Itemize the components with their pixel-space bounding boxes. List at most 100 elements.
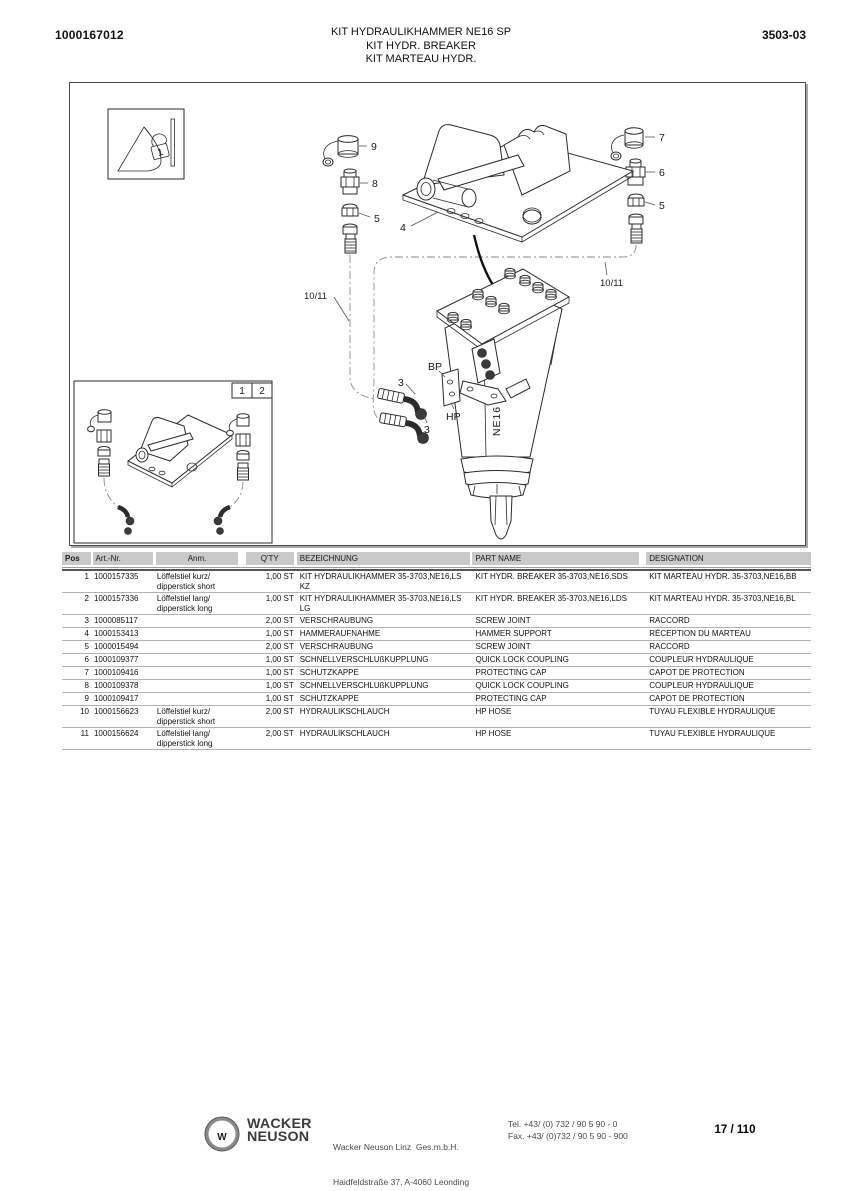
hose-ref-right: 10/11: [600, 278, 623, 289]
col-header-pos: Pos: [62, 552, 92, 565]
screw-joint-5-right: [627, 193, 645, 207]
svg-text:2: 2: [259, 386, 265, 397]
cell-bezeichnung: VERSCHRAUBUNG: [299, 616, 374, 625]
cell-bezeichnung: KIT HYDRAULIKHAMMER 35-3703,NE16,LS LG: [299, 594, 462, 613]
callout-6: 6: [659, 167, 665, 179]
cell-anm: [154, 694, 237, 705]
cell-part-name: HAMMER SUPPORT: [475, 629, 552, 638]
parts-table: Pos Art.-Nr. Anm. Q'TY BEZEICHNUNG PART …: [62, 552, 811, 750]
table-row: 5 1000015494 2,00 ST VERSCHRAUBUNG SCREW…: [62, 641, 811, 654]
bucket-icon: [117, 126, 162, 172]
cell-art-nr: 1000156623: [93, 707, 139, 716]
header-divider: [62, 567, 811, 571]
cell-anm: [154, 668, 237, 679]
table-row: 11 1000156624 Löffelstiel lang/ dipperst…: [62, 728, 811, 750]
callout-4: 4: [400, 222, 406, 234]
hose-routing-lines: 10/11 10/11: [304, 244, 637, 421]
cell-pos: 11: [80, 729, 89, 738]
dipperstick-icon: [170, 118, 175, 167]
table-row: 2 1000157336 Löffelstiel lang/ dippersti…: [62, 593, 811, 615]
contact-numbers: Tel. +43/ (0) 732 / 90 5 90 - 0 Fax. +43…: [508, 1119, 628, 1142]
callout-7: 7: [659, 132, 665, 144]
svg-text:1: 1: [239, 386, 245, 397]
phone-tel: Tel. +43/ (0) 732 / 90 5 90 - 0: [508, 1119, 618, 1129]
cell-art-nr: 1000109377: [93, 655, 139, 664]
svg-text:1: 1: [156, 147, 164, 159]
title-en: KIT HYDR. BREAKER: [366, 39, 476, 52]
cell-art-nr: 1000109416: [93, 668, 139, 677]
brand-line-1: WACKER: [247, 1115, 312, 1131]
cell-qty: 2,00 ST: [265, 707, 294, 716]
cell-designation: CAPOT DE PROTECTION: [649, 694, 745, 703]
cell-part-name: QUICK LOCK COUPLING: [475, 655, 569, 664]
open-padlock-icon: 1: [150, 133, 170, 160]
cell-part-name: KIT HYDR. BREAKER 35-3703,NE16,LDS: [475, 594, 627, 603]
page-number: 17 / 110: [714, 1124, 756, 1136]
col-header-qty: Q'TY: [245, 552, 294, 565]
cell-bezeichnung: HAMMERAUFNAHME: [299, 629, 381, 638]
cell-designation: COUPLEUR HYDRAULIQUE: [649, 655, 754, 664]
cell-bezeichnung: HYDRAULIKSCHLAUCH: [299, 729, 390, 738]
brand-line-2: NEUSON: [247, 1128, 310, 1144]
cell-designation: CAPOT DE PROTECTION: [649, 668, 745, 677]
col-header-part-name: PART NAME: [472, 552, 640, 565]
phone-fax: Fax. +43/ (0)732 / 90 5 90 - 900: [508, 1130, 628, 1141]
cell-qty: 2,00 ST: [265, 642, 294, 651]
cell-anm: Löffelstiel lang/ dipperstick long: [156, 729, 213, 748]
cell-pos: 10: [80, 707, 89, 716]
table-row: 7 1000109416 1,00 ST SCHUTZKAPPE PROTECT…: [62, 667, 811, 680]
cell-art-nr: 1000109417: [93, 694, 139, 703]
wacker-neuson-logo: W: [204, 1116, 240, 1152]
port-fittings: 3 3 BP HP: [377, 361, 461, 444]
cell-bezeichnung: SCHNELLVERSCHLUßKUPPLUNG: [299, 655, 429, 664]
cell-part-name: KIT HYDR. BREAKER 35-3703,NE16,SDS: [475, 572, 628, 581]
cell-part-name: PROTECTING CAP: [475, 668, 547, 677]
cell-pos: 2: [84, 594, 89, 603]
cell-art-nr: 1000156624: [93, 729, 139, 738]
valve-block: [471, 338, 501, 384]
callout-8: 8: [372, 178, 378, 190]
cell-pos: 7: [84, 668, 89, 677]
table-row: 8 1000109378 1,00 ST SCHNELLVERSCHLUßKUP…: [62, 680, 811, 693]
cell-designation: RACCORD: [649, 616, 690, 625]
cell-anm: [154, 655, 237, 666]
callout-9: 9: [371, 141, 377, 153]
cell-pos: 3: [84, 616, 89, 625]
quick-lock-coupling-8: [340, 168, 360, 195]
cell-pos: 1: [84, 572, 89, 581]
cell-anm: Löffelstiel lang/ dipperstick long: [156, 594, 213, 613]
elbow-hose-top: [377, 388, 427, 420]
callout-5-right: 5: [659, 200, 665, 212]
quick-lock-coupling-6: [625, 158, 646, 186]
callout-5-left: 5: [374, 213, 380, 225]
col-header-bezeichnung: BEZEICHNUNG: [296, 552, 471, 565]
inset-assembled-view: 1 2: [73, 380, 273, 544]
title-de: KIT HYDRAULIKHAMMER NE16 SP: [330, 26, 512, 38]
cell-pos: 9: [84, 694, 89, 703]
cell-part-name: SCREW JOINT: [475, 642, 531, 651]
protecting-cap-7: [610, 127, 644, 161]
cell-bezeichnung: SCHNELLVERSCHLUßKUPPLUNG: [299, 681, 429, 690]
cell-anm: Löffelstiel kurz/ dipperstick short: [156, 707, 216, 726]
cell-pos: 4: [84, 629, 89, 638]
bolt-fitting-right: [628, 213, 644, 244]
brand-wordmark: WACKER NEUSON: [247, 1115, 312, 1144]
cell-designation: RÉCEPTION DU MARTEAU: [649, 629, 751, 638]
hammer-model-label: NE16: [491, 406, 503, 436]
cell-art-nr: 1000085117: [93, 616, 138, 625]
cell-designation: KIT MARTEAU HYDR. 35-3703,NE16,BB: [649, 572, 797, 581]
cell-qty: 2,00 ST: [265, 729, 294, 738]
cell-part-name: HP HOSE: [475, 707, 512, 716]
cell-part-name: QUICK LOCK COUPLING: [475, 681, 569, 690]
page-title: KIT HYDRAULIKHAMMER NE16 SP KIT HYDR. BR…: [0, 26, 842, 67]
protecting-cap-9: [322, 135, 359, 167]
cell-art-nr: 1000015494: [93, 642, 139, 651]
chisel: [489, 495, 513, 540]
parts-diagram: 1 9: [73, 108, 665, 544]
page-footer: W WACKER NEUSON Wacker Neuson Linz Ges.m…: [0, 1110, 842, 1187]
table-row: 9 1000109417 1,00 ST SCHUTZKAPPE PROTECT…: [62, 693, 811, 706]
cell-bezeichnung: VERSCHRAUBUNG: [299, 642, 374, 651]
cell-qty: 1,00 ST: [265, 629, 294, 638]
cell-designation: RACCORD: [649, 642, 690, 651]
left-fitting-stack: 9 8 5: [322, 135, 380, 254]
